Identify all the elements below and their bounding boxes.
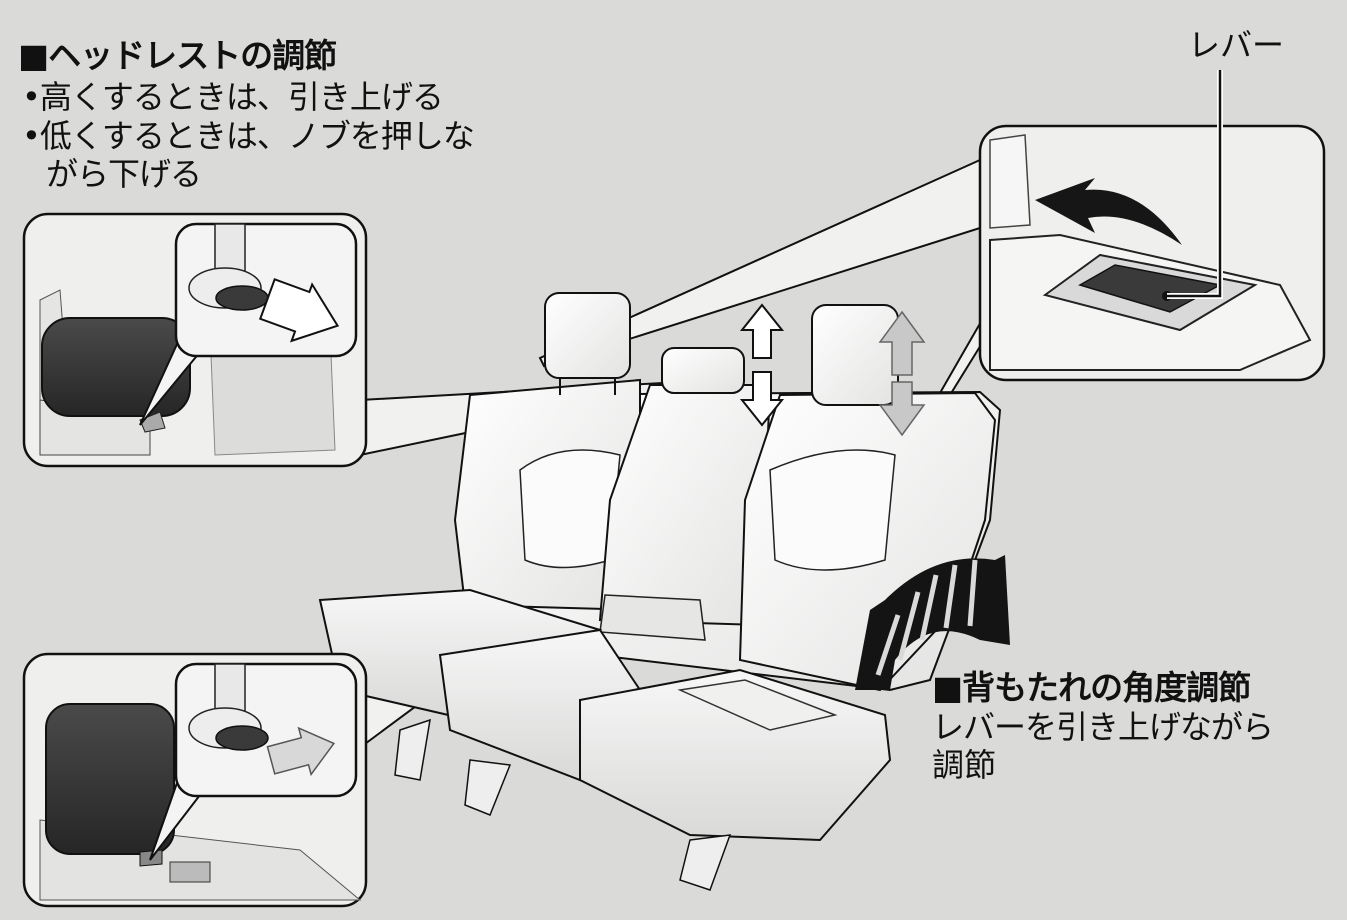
lift-arrow-icon xyxy=(1035,178,1182,245)
seat-leg xyxy=(394,718,431,781)
headrest-closeup-icon xyxy=(45,703,175,855)
headrest-updown-arrows xyxy=(739,303,926,437)
recline-instruction-cont: 調節 xyxy=(932,746,997,784)
detail-panel-lever xyxy=(978,124,1326,382)
detail-panel-raise xyxy=(22,212,368,468)
headrest-section-title: ■ヘッドレストの調節 xyxy=(18,36,337,75)
arrow-up-icon xyxy=(739,303,785,359)
arrow-down-icon xyxy=(739,371,785,427)
headrest-raise-instruction: •高くするときは、引き上げる xyxy=(22,78,444,116)
rear-seat xyxy=(318,292,1002,891)
arrow-down-icon xyxy=(878,381,926,437)
recline-arrow-icon xyxy=(855,555,1010,690)
headrest-lower-instruction: •低くするときは、ノブを押しな xyxy=(22,117,475,155)
recline-section-title: ■背もたれの角度調節 xyxy=(932,668,1251,707)
release-knob-icon xyxy=(215,285,269,311)
recline-instruction: レバーを引き上げながら xyxy=(932,708,1274,746)
seat-leg xyxy=(679,834,732,891)
lever-leader-line xyxy=(1167,70,1222,298)
headrest-closeup-icon xyxy=(41,317,191,417)
center-headrest xyxy=(661,347,745,394)
seat-leg xyxy=(464,759,512,816)
push-arrow-icon xyxy=(266,726,336,777)
release-knob-icon xyxy=(215,725,269,751)
lever-label: レバー xyxy=(1188,26,1285,64)
push-arrow-icon xyxy=(258,278,340,343)
left-headrest xyxy=(544,292,631,395)
detail-panel-lower xyxy=(22,652,368,908)
beam-lever xyxy=(938,316,986,397)
headrest-lower-instruction-cont: がら下げる xyxy=(46,155,202,193)
right-headrest xyxy=(811,304,899,406)
arrow-up-icon xyxy=(878,310,926,376)
